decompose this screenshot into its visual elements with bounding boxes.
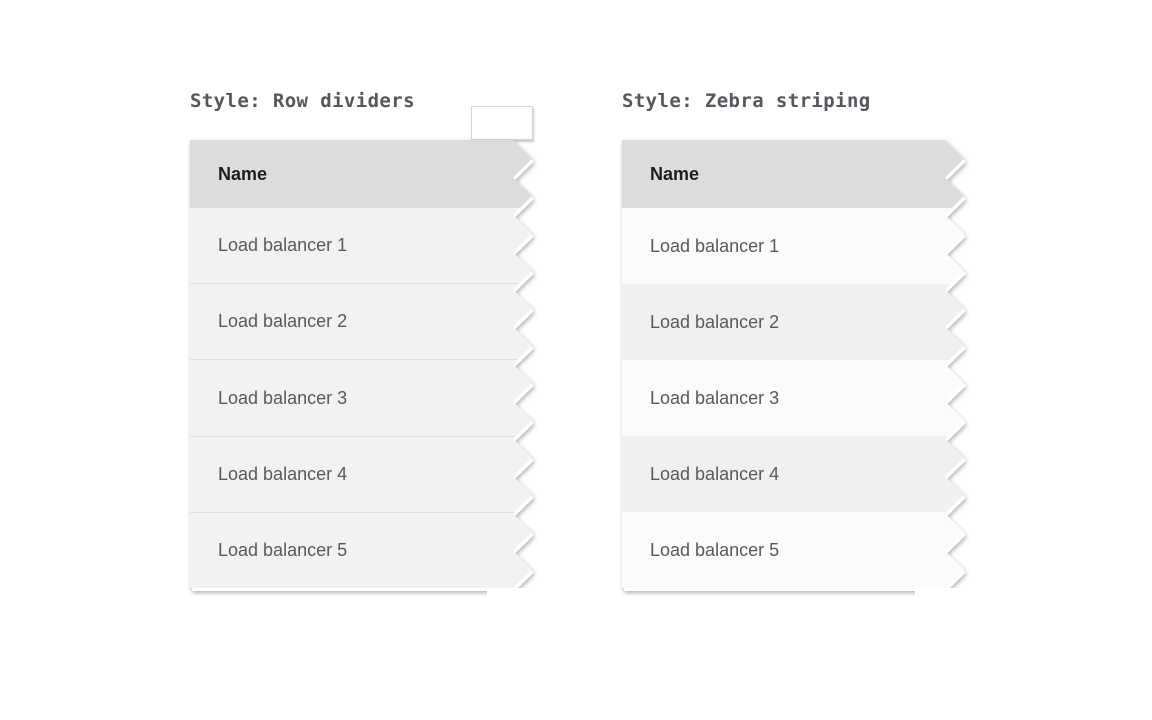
- table-cell: Load balancer 5: [218, 539, 348, 560]
- table-header-row: Name: [622, 140, 964, 208]
- figure-zebra-striping: Style: Zebra striping Name Load balancer…: [622, 90, 964, 662]
- table-row: Load balancer 1: [622, 208, 964, 284]
- table-cell: Load balancer 5: [650, 539, 780, 560]
- figure-row-dividers: Style: Row dividers Name Load balancer 1…: [190, 90, 532, 662]
- style-caption-row-dividers: Style: Row dividers: [190, 90, 415, 112]
- data-table-row-dividers: Name Load balancer 1 Load balancer 2 Loa…: [190, 140, 532, 588]
- table-cell: Load balancer 4: [218, 463, 348, 484]
- table-cell: Load balancer 4: [650, 463, 780, 484]
- table-cell: Load balancer 3: [650, 387, 780, 408]
- table-row: Load balancer 5: [190, 512, 532, 588]
- table-row: Load balancer 5: [622, 512, 964, 588]
- style-caption-zebra-striping: Style: Zebra striping: [622, 90, 871, 112]
- table-row: Load balancer 2: [190, 283, 532, 359]
- column-header-name: Name: [218, 163, 268, 184]
- table-row: Load balancer 4: [622, 436, 964, 512]
- table-row: Load balancer 1: [190, 208, 532, 283]
- column-header-name: Name: [650, 163, 700, 184]
- table-row: Load balancer 2: [622, 284, 964, 360]
- table-cell: Load balancer 1: [650, 235, 780, 256]
- table-cell: Load balancer 2: [650, 311, 780, 332]
- table-cell: Load balancer 3: [218, 387, 348, 408]
- table-row: Load balancer 3: [622, 360, 964, 436]
- table-cell: Load balancer 1: [218, 235, 348, 256]
- table-row: Load balancer 4: [190, 436, 532, 512]
- torn-paper-fragment-top: [471, 106, 533, 140]
- table-body: Name Load balancer 1 Load balancer 2 Loa…: [190, 140, 532, 588]
- table-body: Name Load balancer 1 Load balancer 2 Loa…: [622, 140, 964, 588]
- torn-paper-fragment-bottom: [915, 588, 962, 650]
- torn-paper-fragment-bottom: [487, 588, 533, 649]
- table-header-row: Name: [190, 140, 532, 208]
- table-cell: Load balancer 2: [218, 311, 348, 332]
- table-row: Load balancer 3: [190, 359, 532, 435]
- data-table-zebra-striping: Name Load balancer 1 Load balancer 2 Loa…: [622, 140, 964, 588]
